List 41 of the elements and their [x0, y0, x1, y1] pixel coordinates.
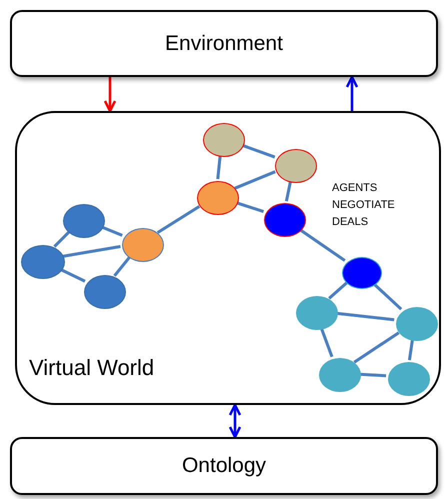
link-line — [336, 312, 394, 322]
link-line — [216, 154, 222, 180]
process-box — [10, 10, 438, 77]
link-line — [156, 205, 200, 234]
link-line — [328, 282, 348, 300]
link-line — [62, 245, 121, 258]
box-label: Ontology — [182, 453, 266, 480]
arrow — [228, 404, 242, 438]
arrow — [346, 76, 358, 111]
agent-circle — [84, 275, 126, 309]
agent-circle — [388, 362, 430, 396]
note-text: AGENTS NEGOTIATE DEALS — [332, 181, 396, 230]
link-line — [113, 256, 131, 277]
agent-circle — [21, 245, 65, 279]
agent-circle — [122, 228, 164, 262]
link-line — [353, 332, 400, 364]
agent-circle — [275, 149, 317, 183]
link-line — [372, 282, 402, 310]
agent-circle — [342, 257, 382, 289]
box-label: Environment — [165, 30, 283, 57]
world-panel — [15, 111, 441, 405]
link-line — [408, 338, 414, 360]
link-line — [59, 268, 86, 283]
agent-circle — [396, 307, 438, 341]
agent-circle — [197, 181, 239, 215]
arrow — [104, 77, 116, 112]
agent-circle — [203, 123, 245, 157]
link-line — [100, 225, 123, 237]
agent-circle — [319, 358, 361, 392]
link-line — [53, 231, 70, 248]
agent-circle — [264, 203, 306, 237]
panel-title: Virtual World — [29, 354, 154, 382]
process-box — [10, 437, 438, 495]
link-line — [358, 372, 386, 378]
link-line — [284, 180, 292, 202]
link-line — [235, 200, 264, 214]
agent-circle — [296, 296, 338, 330]
link-line — [234, 170, 276, 190]
link-line — [240, 144, 276, 158]
link-line — [298, 228, 346, 262]
agent-circle — [63, 204, 105, 238]
